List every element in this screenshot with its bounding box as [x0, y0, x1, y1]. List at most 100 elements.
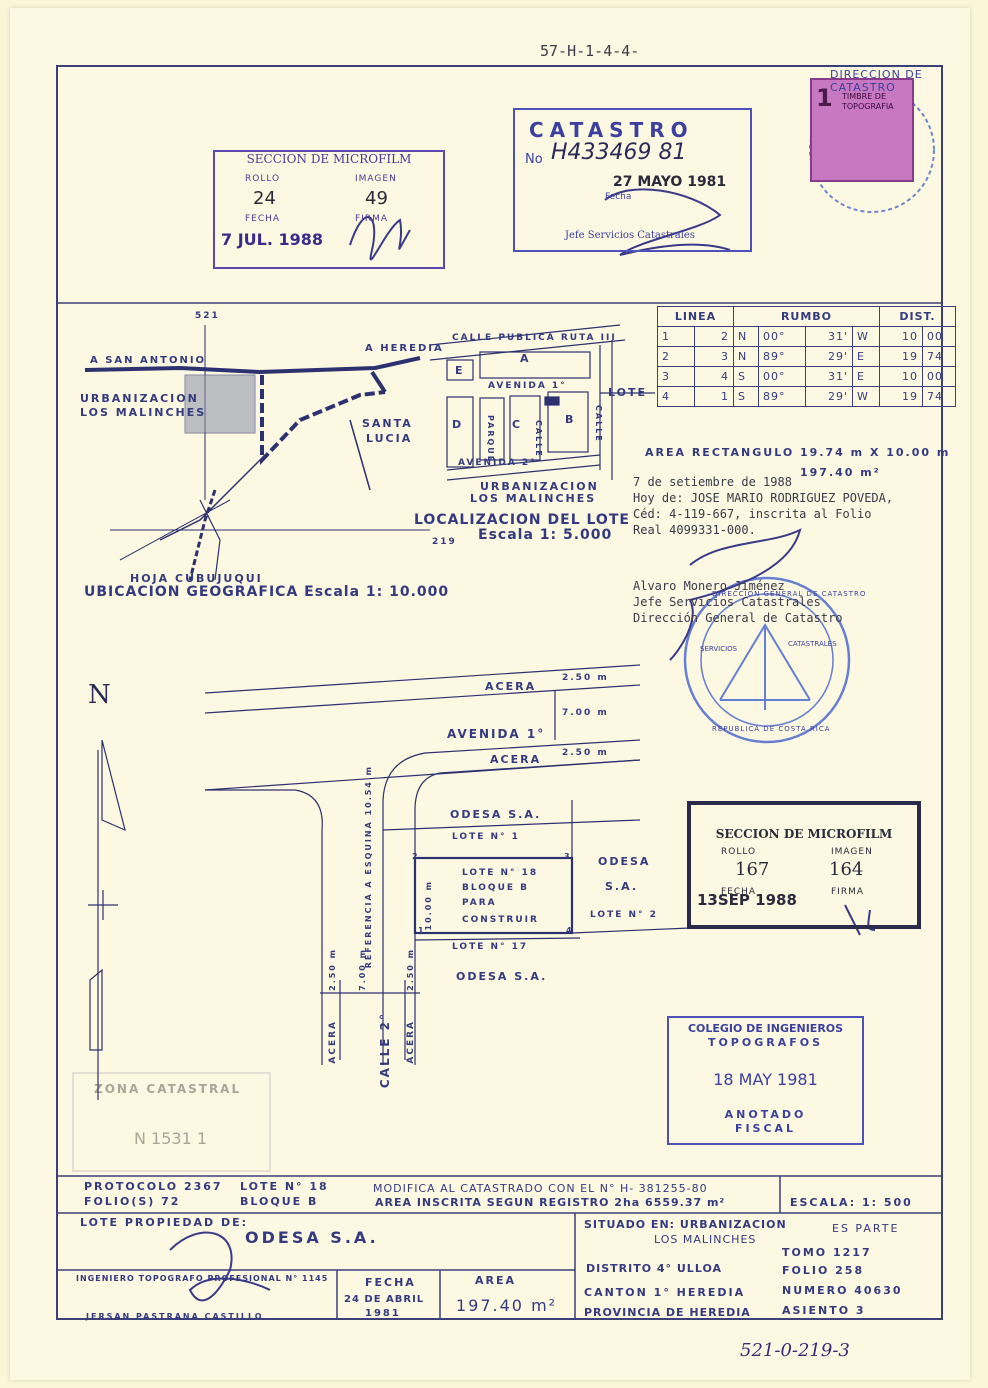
- footer-area: 197.40 m²: [456, 1296, 558, 1315]
- loc-calle-1: CALLE: [534, 420, 543, 458]
- rollo-bottom-label: ROLLO: [721, 847, 757, 857]
- plan-d1000: 10.00 m: [424, 880, 433, 931]
- cell: 00: [922, 326, 956, 347]
- cell: 31': [805, 366, 853, 387]
- plan-d700: 7.00 m: [562, 708, 609, 718]
- cell: W: [852, 326, 880, 347]
- plan-lote18: LOTE N° 18: [462, 868, 539, 878]
- cell: 00°: [758, 366, 806, 387]
- plan-lote17: LOTE N° 17: [452, 942, 529, 952]
- cell: 89°: [758, 346, 806, 367]
- table-row: 1 2 N 00° 31' W 10 00: [657, 326, 956, 347]
- imagen-bottom-value: 164: [829, 859, 864, 880]
- cell: 19: [879, 346, 923, 367]
- typed-signature-block: Alvaro Monero Jiménez Jefe Servicios Cat…: [633, 578, 843, 626]
- plan-point-2: 2: [412, 852, 420, 861]
- loc-lote-label: LOTE: [608, 386, 647, 399]
- area-rect-line2: 197.40 m²: [800, 466, 881, 479]
- loc-avenida1: AVENIDA 1°: [488, 381, 567, 391]
- loc-block-b: B: [565, 413, 576, 426]
- plan-acera-left: ACERA: [328, 1020, 338, 1064]
- fecha-bottom-value: 13SEP 1988: [697, 891, 797, 909]
- typed-sig-1: Alvaro Monero Jiménez: [633, 579, 785, 593]
- colegio-l2: TOPOGRAFOS: [707, 1036, 824, 1049]
- geo-malinches: LOS MALINCHES: [80, 406, 207, 419]
- footer-bloque: BLOQUE B: [240, 1195, 319, 1208]
- plan-d250-mid: 2.50 m: [562, 748, 609, 758]
- cell: 2: [657, 346, 695, 367]
- table-row: 3 4 S 00° 31' E 10 00: [657, 366, 956, 387]
- cell: 74: [922, 346, 956, 367]
- timbre-text2: TOPOGRAFIA: [842, 102, 894, 111]
- geo-coord-top: 521: [195, 311, 220, 321]
- footer-ingeniero-label: INGENIERO TOPOGRAFO PROFESIONAL N° 1145: [76, 1274, 329, 1283]
- rumbo-header-rumbo: RUMBO: [733, 306, 880, 327]
- seal-bottom: REPUBLICA DE COSTA RICA: [712, 725, 831, 733]
- cell: E: [852, 346, 880, 367]
- plan-referencia: REFERENCIA A ESQUINA 10.54 m: [364, 765, 373, 969]
- geo-lucia: LUCIA: [366, 432, 413, 445]
- microfilm-stamp-top: SECCION DE MICROFILM ROLLO IMAGEN 24 49 …: [213, 150, 445, 269]
- cell: E: [852, 366, 880, 387]
- cell: 19: [879, 386, 923, 407]
- plan-lote1: LOTE N° 1: [452, 832, 520, 842]
- rumbo-table: LINEA RUMBO DIST. 1 2 N 00° 31' W 10 00 …: [657, 306, 956, 407]
- footer-area-label: AREA: [475, 1274, 517, 1287]
- loc-block-a: A: [520, 352, 531, 365]
- typed-line-1: 7 de setiembre de 1988: [633, 475, 792, 489]
- plan-odesa-bottom: ODESA S.A.: [456, 970, 548, 983]
- timbre-stamp: 1 TIMBRE DE TOPOGRAFIA: [810, 78, 914, 182]
- cell: 00°: [758, 326, 806, 347]
- plan-acera-top: ACERA: [485, 680, 537, 693]
- footer-modifica: MODIFICA AL CATASTRADO CON EL N° H- 3812…: [373, 1182, 708, 1195]
- geo-coord-right: 219: [432, 537, 457, 547]
- document-code: 57-H-1-4-4-: [540, 42, 640, 60]
- cell: N: [733, 326, 759, 347]
- footer-situado2: LOS MALINCHES: [654, 1233, 757, 1246]
- plan-calle2: CALLE 2°: [378, 1012, 392, 1089]
- cell: 89°: [758, 386, 806, 407]
- loc-scale: Escala 1: 5.000: [478, 527, 613, 543]
- seal-right: CATASTRALES: [788, 640, 837, 648]
- cell: N: [733, 346, 759, 367]
- plan-construir: CONSTRUIR: [462, 915, 539, 925]
- plan-d250-left: 2.50 m: [328, 948, 337, 991]
- cell: 29': [805, 386, 853, 407]
- colegio-l4: FISCAL: [734, 1122, 797, 1135]
- plan-odesa-top: ODESA S.A.: [450, 808, 542, 821]
- rollo-bottom-value: 167: [735, 859, 770, 880]
- cell: 1: [657, 326, 695, 347]
- geo-san-antonio: A SAN ANTONIO: [90, 355, 207, 366]
- footer-numero: NUMERO 40630: [782, 1284, 903, 1297]
- microfilm-bottom-title: SECCION DE MICROFILM: [715, 827, 893, 841]
- footer-es-parte: ES PARTE: [832, 1222, 900, 1235]
- typed-note: 7 de setiembre de 1988 Hoy de: JOSE MARI…: [633, 474, 893, 538]
- fecha-bottom-label: FECHA: [721, 887, 757, 897]
- cell: 3: [657, 366, 695, 387]
- typed-line-2: Hoy de: JOSE MARIO RODRIGUEZ POVEDA,: [633, 491, 894, 505]
- typed-line-4: Real 4099331-000.: [633, 523, 756, 537]
- timbre-text1: TIMBRE DE: [842, 92, 887, 101]
- loc-block-d: D: [452, 418, 464, 431]
- loc-calle-2: CALLE: [594, 405, 603, 443]
- cell: 00: [922, 366, 956, 387]
- geo-hoja: HOJA CUBUJUQUI: [130, 572, 263, 585]
- colegio-l3: ANOTADO: [724, 1108, 807, 1121]
- fecha-value: 7 JUL. 1988: [221, 230, 324, 249]
- catastro-jefe: Jefe Servicios Catastrales: [565, 230, 695, 241]
- firma-bottom-label: FIRMA: [831, 887, 865, 897]
- cell: S: [733, 386, 759, 407]
- plan-d250-top: 2.50 m: [562, 673, 609, 683]
- footer-situado: SITUADO EN: URBANIZACION: [584, 1218, 787, 1231]
- loc-malinches: LOS MALINCHES: [470, 492, 597, 505]
- footer-folio: FOLIO(S) 72: [84, 1195, 181, 1208]
- cell: 31': [805, 326, 853, 347]
- footer-escala: ESCALA: 1: 500: [790, 1196, 913, 1209]
- plan-avenida: AVENIDA 1°: [447, 727, 546, 741]
- colegio-date: 18 MAY 1981: [713, 1070, 818, 1089]
- typed-line-3: Céd: 4-119-667, inscrita al Folio: [633, 507, 872, 521]
- footer-canton: CANTON 1° HEREDIA: [584, 1286, 746, 1299]
- area-rect-line1: AREA RECTANGULO 19.74 m X 10.00 m: [645, 446, 951, 459]
- geo-ubicacion: UBICACION GEOGRAFICA Escala 1: 10.000: [84, 584, 450, 600]
- rumbo-header-linea: LINEA: [657, 306, 734, 327]
